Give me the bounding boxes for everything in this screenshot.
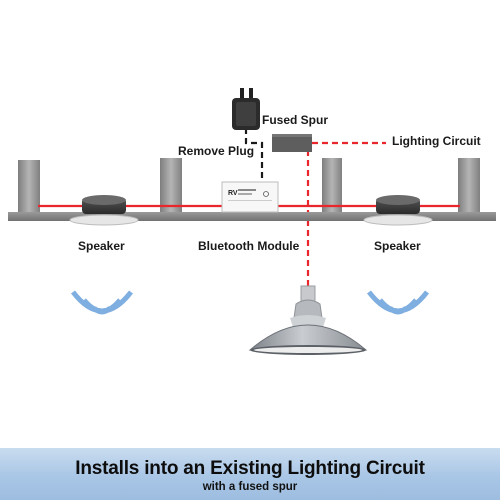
fused-spur-label: Fused Spur <box>262 113 329 127</box>
module-brand-text: RV <box>228 190 238 197</box>
joist-2 <box>160 158 182 212</box>
sound-wave-icon-left <box>71 290 133 315</box>
sound-wave-icon-right <box>367 290 429 315</box>
speaker-left-label: Speaker <box>78 239 125 253</box>
joist-4 <box>458 158 480 212</box>
remove-plug-label: Remove Plug <box>178 144 255 158</box>
banner-title: Installs into an Existing Lighting Circu… <box>75 458 425 479</box>
pendant-lamp-icon <box>248 285 368 355</box>
ceiling-board <box>8 212 496 221</box>
joist-1 <box>18 160 40 212</box>
bluetooth-module-icon: RV <box>221 181 279 213</box>
fused-spur-box-icon <box>272 134 312 152</box>
caption-banner: Installs into an Existing Lighting Circu… <box>0 448 500 500</box>
plug-cable <box>244 128 264 182</box>
joist-3 <box>322 158 342 212</box>
lighting-circuit-label: Lighting Circuit <box>392 134 481 148</box>
ceiling-joists <box>18 158 480 212</box>
power-adapter-icon <box>232 88 260 130</box>
speaker-icon-left <box>69 195 139 226</box>
speaker-icon-right <box>363 195 433 226</box>
banner-subtitle: with a fused spur <box>202 481 298 493</box>
wiring-diagram: RV <box>8 88 496 355</box>
bluetooth-module-label: Bluetooth Module <box>198 239 300 253</box>
speaker-right-label: Speaker <box>374 239 421 253</box>
